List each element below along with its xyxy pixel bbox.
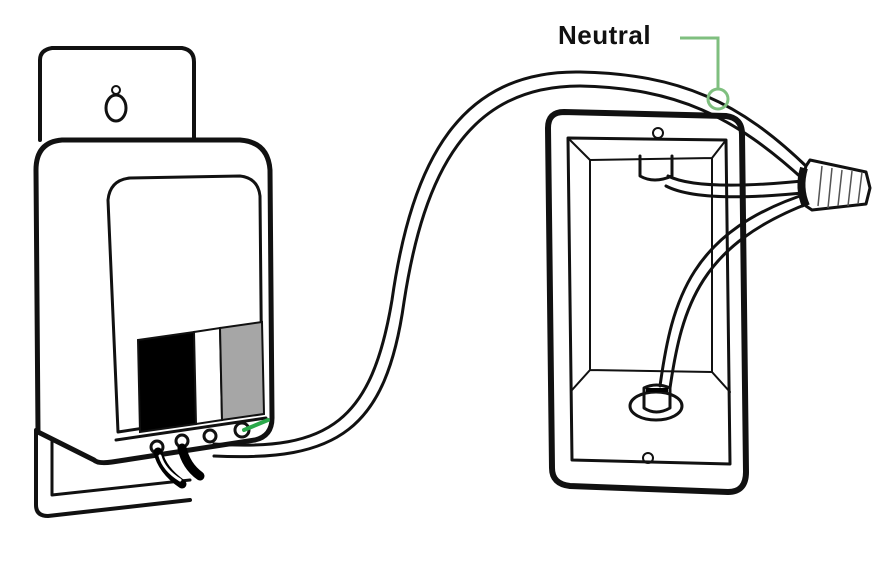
neutral-terminal-icon <box>233 418 270 439</box>
neutral-label: Neutral <box>558 20 652 50</box>
wire-nut-icon <box>797 158 872 212</box>
electrical-box <box>545 109 814 495</box>
callout-marker-icon <box>706 87 730 111</box>
smart-switch-module <box>33 46 275 518</box>
module-body <box>33 137 275 466</box>
plate-screw-icon <box>104 85 128 123</box>
callout-leader <box>680 36 720 88</box>
mounting-plate <box>34 46 196 518</box>
white-wire-band <box>192 326 224 426</box>
box-top-screw-icon <box>652 127 664 139</box>
neutral-wire <box>212 70 810 459</box>
gray-wire-band <box>218 320 266 422</box>
terminal-3-icon <box>202 428 218 444</box>
black-wire-band <box>136 330 198 434</box>
neutral-callout <box>680 36 730 111</box>
box-bottom-screw-icon <box>642 452 654 464</box>
bottom-knockout <box>628 383 684 422</box>
